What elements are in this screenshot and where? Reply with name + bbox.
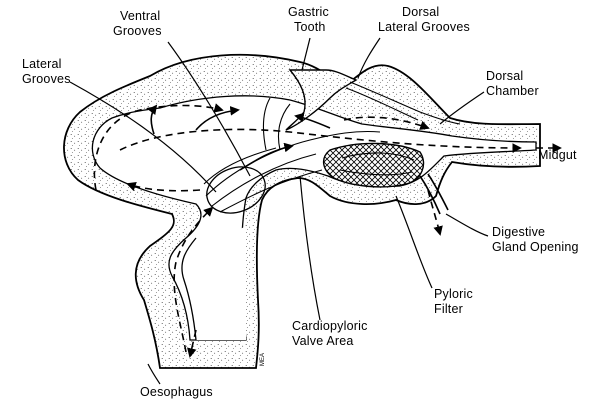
dorsal-chamber-label: Dorsal Chamber xyxy=(486,69,539,98)
digestive-gland-opening-label: Digestive Gland Opening xyxy=(492,225,579,254)
pyloric-filter xyxy=(324,143,424,186)
ventral-grooves-label: Ventral Grooves xyxy=(113,9,164,38)
artist-signature: MEA xyxy=(260,353,266,366)
lateral-grooves-label: Lateral Grooves xyxy=(22,57,71,86)
gastric-tooth-label: Gastric Tooth xyxy=(288,5,333,34)
oesophagus-label: Oesophagus xyxy=(140,385,213,399)
cardiopyloric-valve-area-label: Cardiopyloric Valve Area xyxy=(292,319,371,348)
pyloric-filter-label: Pyloric Filter xyxy=(434,287,477,316)
midgut-label: Midgut xyxy=(538,148,577,162)
dorsal-lateral-grooves-label: Dorsal Lateral Grooves xyxy=(378,5,470,34)
